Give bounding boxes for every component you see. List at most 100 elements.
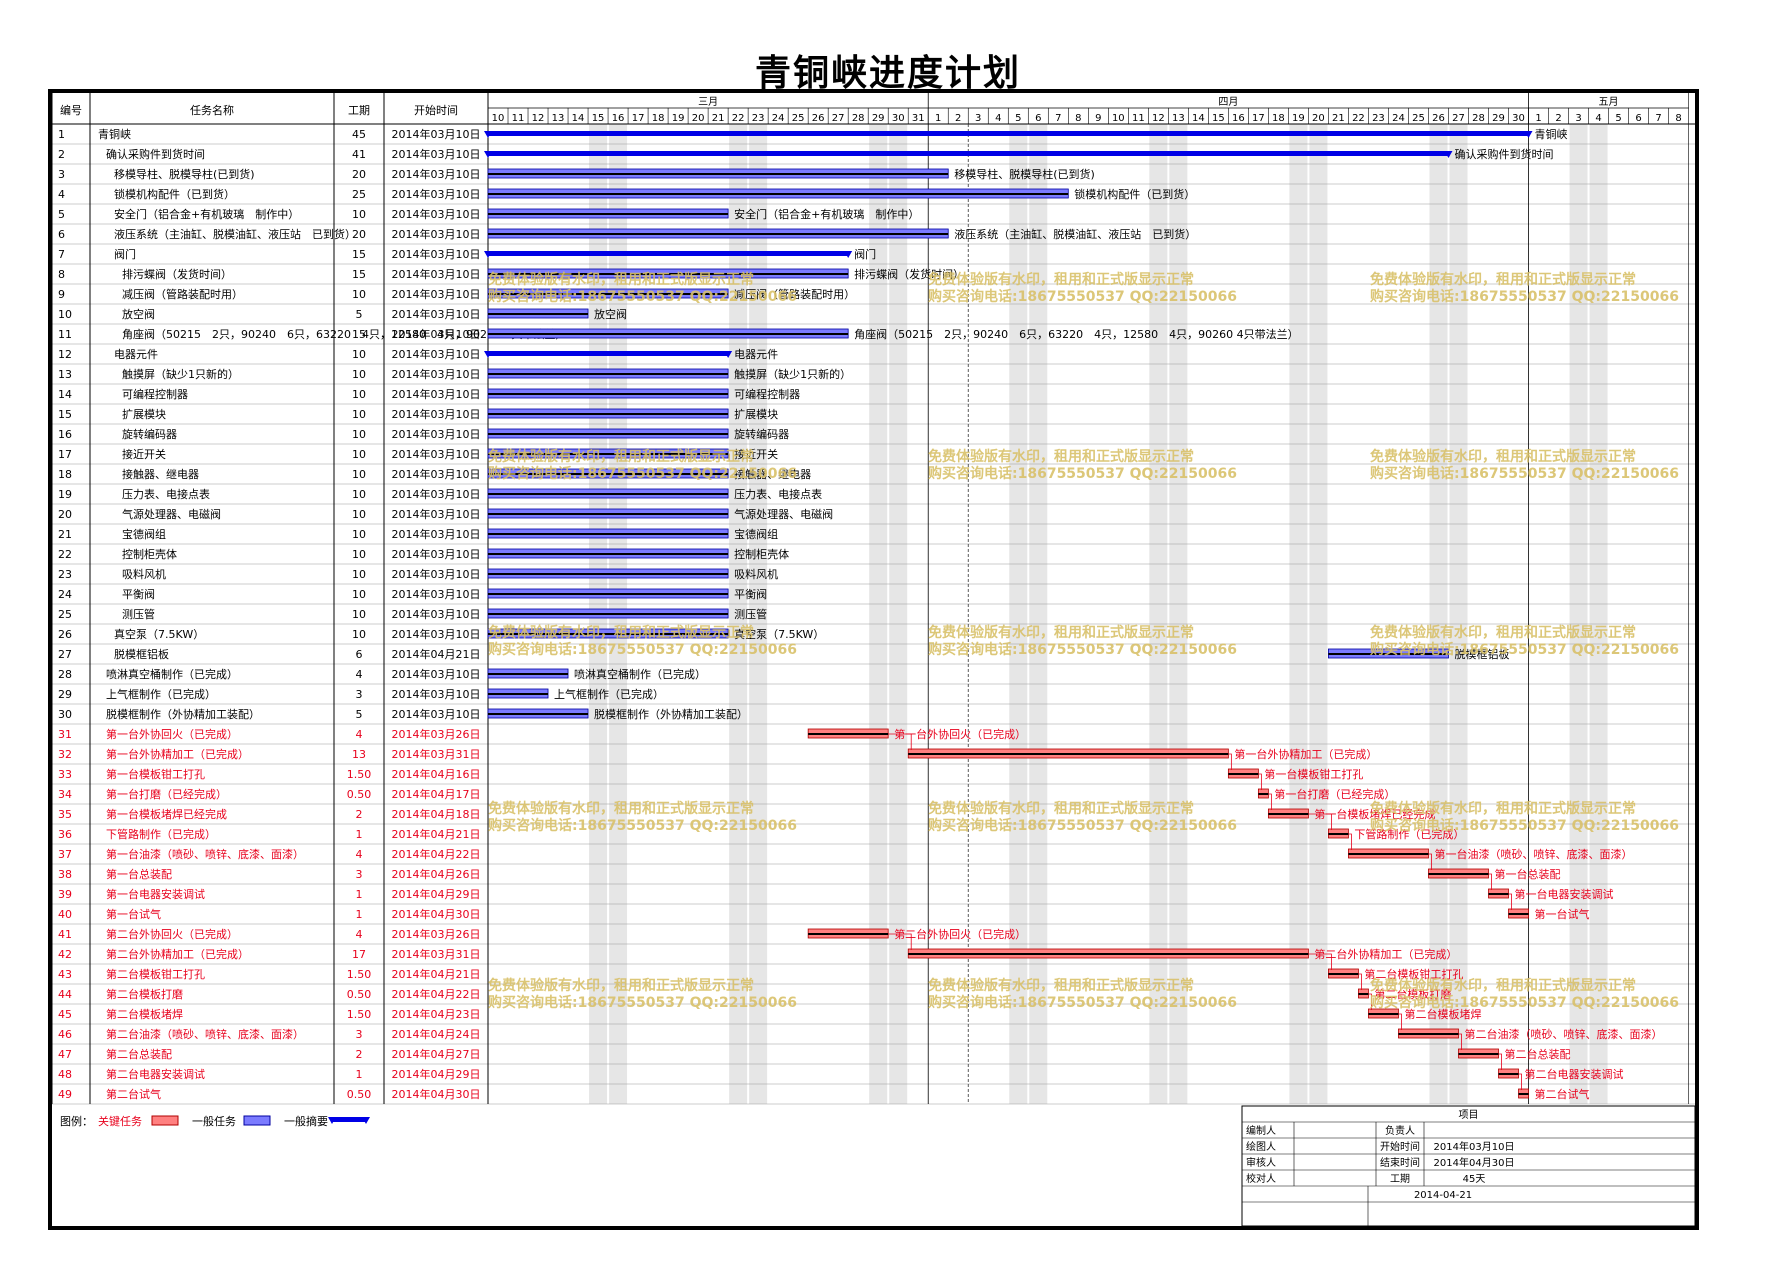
row-start: 2014年03月10日 <box>392 327 481 341</box>
row-start: 2014年03月10日 <box>392 307 481 321</box>
row-start: 2014年03月10日 <box>392 407 481 421</box>
bar-label: 接近开关 <box>734 447 778 461</box>
footer-key: 校对人 <box>1246 1172 1276 1185</box>
row-name: 第二台油漆（喷砂、喷锌、底漆、面漆） <box>106 1027 304 1041</box>
summary-bar <box>488 151 1449 156</box>
progress-line <box>488 453 729 455</box>
row-start: 2014年03月10日 <box>392 707 481 721</box>
day-tick: 10 <box>492 113 505 124</box>
bar-label: 确认采购件到货时间 <box>1454 147 1553 161</box>
row-start: 2014年03月10日 <box>392 207 481 221</box>
row-duration: 17 <box>352 948 366 961</box>
row-name: 上气框制作（已完成） <box>106 687 216 701</box>
progress-line <box>488 513 729 515</box>
bar-label: 排污蝶阀（发货时间） <box>854 267 964 281</box>
bar-label: 触摸屏（缺少1只新的） <box>734 367 851 381</box>
row-start: 2014年04月23日 <box>392 1007 481 1021</box>
watermark-line: 免费体验版有水印，租用和正式版显示正常 <box>488 800 754 817</box>
row-id: 25 <box>58 608 72 621</box>
row-name: 液压系统（主油缸、脱模油缸、液压站 已到货） <box>114 227 356 241</box>
summary-bar <box>488 251 849 256</box>
row-duration: 3 <box>356 688 363 701</box>
day-tick: 26 <box>1432 113 1445 124</box>
watermark-line: 购买咨询电话:18675550537 QQ:22150066 <box>928 288 1237 305</box>
row-id: 21 <box>58 528 72 541</box>
row-start: 2014年03月10日 <box>392 607 481 621</box>
row-start: 2014年04月26日 <box>392 867 481 881</box>
bar-label: 第二台模板钳工打孔 <box>1364 967 1463 981</box>
row-id: 47 <box>58 1048 72 1061</box>
watermark-line: 免费体验版有水印，租用和正式版显示正常 <box>1370 448 1636 465</box>
row-id: 30 <box>58 708 72 721</box>
row-name: 第二台试气 <box>106 1087 161 1101</box>
row-id: 20 <box>58 508 72 521</box>
day-tick: 27 <box>1452 113 1465 124</box>
bar-label: 第一台油漆（喷砂、喷锌、底漆、面漆） <box>1434 847 1632 861</box>
progress-line <box>488 713 589 715</box>
progress-line <box>1428 873 1489 875</box>
header-duration: 工期 <box>348 104 370 117</box>
progress-line <box>1258 793 1269 795</box>
row-name: 移模导柱、脱模导柱(已到货) <box>114 167 255 181</box>
row-id: 26 <box>58 628 72 641</box>
row-id: 15 <box>58 408 72 421</box>
day-tick: 15 <box>592 113 605 124</box>
row-duration: 20 <box>352 168 366 181</box>
summary-start-marker <box>484 351 492 358</box>
day-tick: 11 <box>512 113 525 124</box>
row-id: 4 <box>58 188 65 201</box>
watermark-line: 免费体验版有水印，租用和正式版显示正常 <box>928 977 1194 994</box>
weekend-band <box>1009 124 1028 1104</box>
bar-label: 控制柜壳体 <box>734 547 789 561</box>
link-line <box>1518 1073 1522 1090</box>
row-id: 12 <box>58 348 72 361</box>
link-line <box>1258 773 1262 790</box>
row-duration: 10 <box>352 628 366 641</box>
day-tick: 29 <box>1492 113 1505 124</box>
link-line <box>1308 813 1332 830</box>
row-duration: 10 <box>352 208 366 221</box>
link-line <box>1498 1053 1502 1070</box>
progress-line <box>488 413 729 415</box>
summary-end-marker <box>1444 151 1453 158</box>
row-duration: 1.50 <box>347 1008 372 1021</box>
day-tick: 23 <box>1372 113 1385 124</box>
row-name: 扩展模块 <box>122 407 166 421</box>
legend-summary-marker <box>328 1117 336 1124</box>
row-id: 36 <box>58 828 72 841</box>
day-tick: 22 <box>732 113 745 124</box>
row-name: 第一台外协回火（已完成） <box>106 727 238 741</box>
watermark-line: 免费体验版有水印，租用和正式版显示正常 <box>1370 800 1636 817</box>
row-name: 第一台打磨（已经完成） <box>106 787 227 801</box>
row-duration: 10 <box>352 468 366 481</box>
row-duration: 10 <box>352 488 366 501</box>
row-name: 下管路制作（已完成） <box>106 827 216 841</box>
row-duration: 10 <box>352 288 366 301</box>
weekend-band <box>1589 124 1608 1104</box>
bar-label: 可编程控制器 <box>734 387 800 401</box>
progress-line <box>1368 1013 1399 1015</box>
link-line <box>1428 853 1432 870</box>
day-tick: 2 <box>1555 113 1561 124</box>
watermark-line: 购买咨询电话:18675550537 QQ:22150066 <box>928 817 1237 834</box>
day-tick: 24 <box>1392 113 1405 124</box>
summary-start-marker <box>484 131 492 138</box>
bar-label: 第二台外协精加工（已完成） <box>1314 947 1457 961</box>
watermark-line: 购买咨询电话:18675550537 QQ:22150066 <box>1370 817 1679 834</box>
bar-label: 第一台打磨（已经完成） <box>1274 787 1395 801</box>
row-duration: 4 <box>356 668 363 681</box>
legend-normal-swatch <box>243 1115 271 1126</box>
watermark-line: 免费体验版有水印，租用和正式版显示正常 <box>488 271 754 288</box>
row-duration: 1.50 <box>347 768 372 781</box>
row-name: 接触器、继电器 <box>122 467 199 481</box>
row-id: 2 <box>58 148 65 161</box>
bar-label: 扩展模块 <box>734 407 778 421</box>
bar-label: 第一台试气 <box>1535 907 1590 921</box>
bar-label: 第二台油漆（喷砂、喷锌、底漆、面漆） <box>1464 1027 1662 1041</box>
link-line <box>1308 953 1332 970</box>
row-start: 2014年03月10日 <box>392 147 481 161</box>
progress-line <box>488 533 729 535</box>
row-start: 2014年03月10日 <box>392 687 481 701</box>
row-start: 2014年03月10日 <box>392 247 481 261</box>
